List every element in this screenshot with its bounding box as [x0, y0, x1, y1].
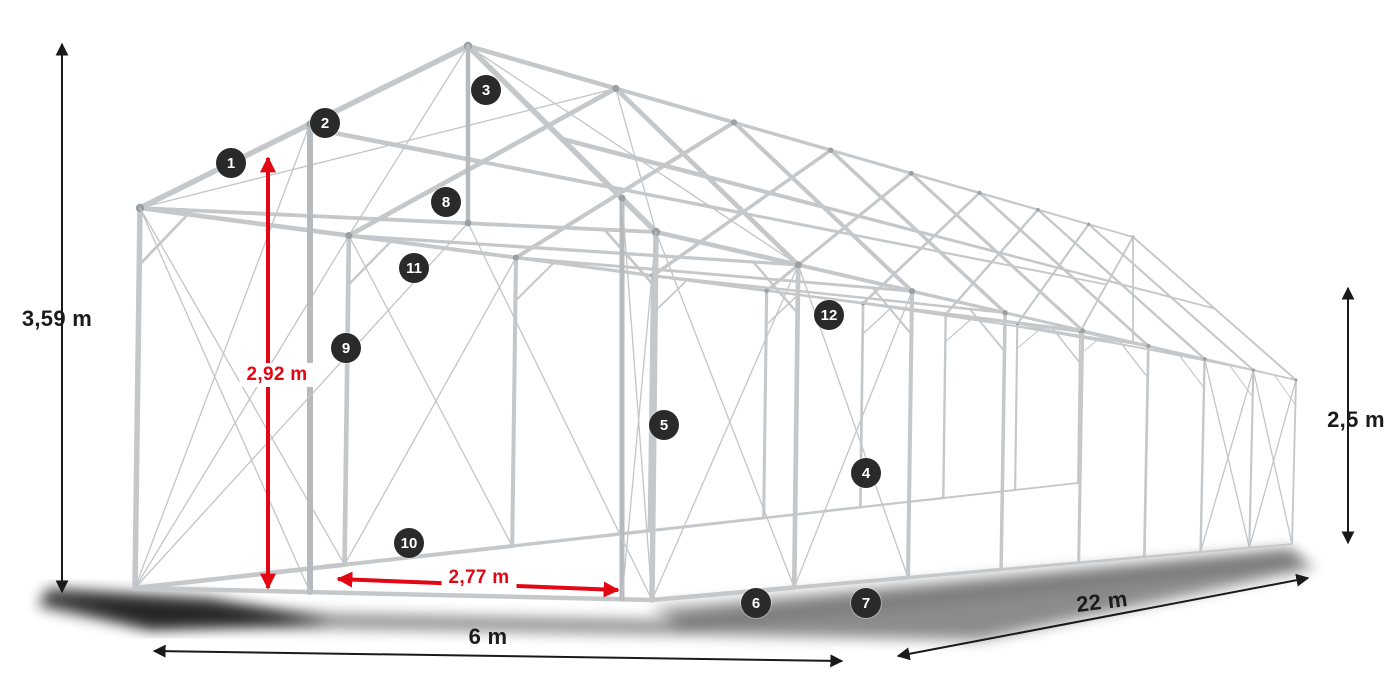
part-marker-7: 7 — [851, 588, 881, 618]
dimension-door-height: 2,92 m — [239, 363, 315, 387]
dimension-width: 6 m — [468, 624, 508, 649]
dimension-side-height: 2,5 m — [1327, 407, 1385, 432]
part-marker-10: 10 — [394, 528, 424, 558]
part-marker-4: 4 — [851, 458, 881, 488]
part-marker-11: 11 — [399, 253, 429, 283]
dimension-door-width: 2,77 m — [441, 566, 517, 590]
width-arrow — [152, 644, 844, 668]
dimension-total-height: 3,59 m — [21, 306, 93, 331]
part-marker-1: 1 — [216, 148, 246, 178]
part-marker-2: 2 — [310, 108, 340, 138]
part-marker-9: 9 — [331, 333, 361, 363]
length-arrow — [896, 573, 1310, 661]
part-marker-6: 6 — [741, 588, 771, 618]
part-marker-8: 8 — [431, 187, 461, 217]
part-marker-5: 5 — [649, 410, 679, 440]
steel-frame — [132, 41, 1298, 603]
part-marker-3: 3 — [471, 75, 501, 105]
part-marker-12: 12 — [814, 300, 844, 330]
